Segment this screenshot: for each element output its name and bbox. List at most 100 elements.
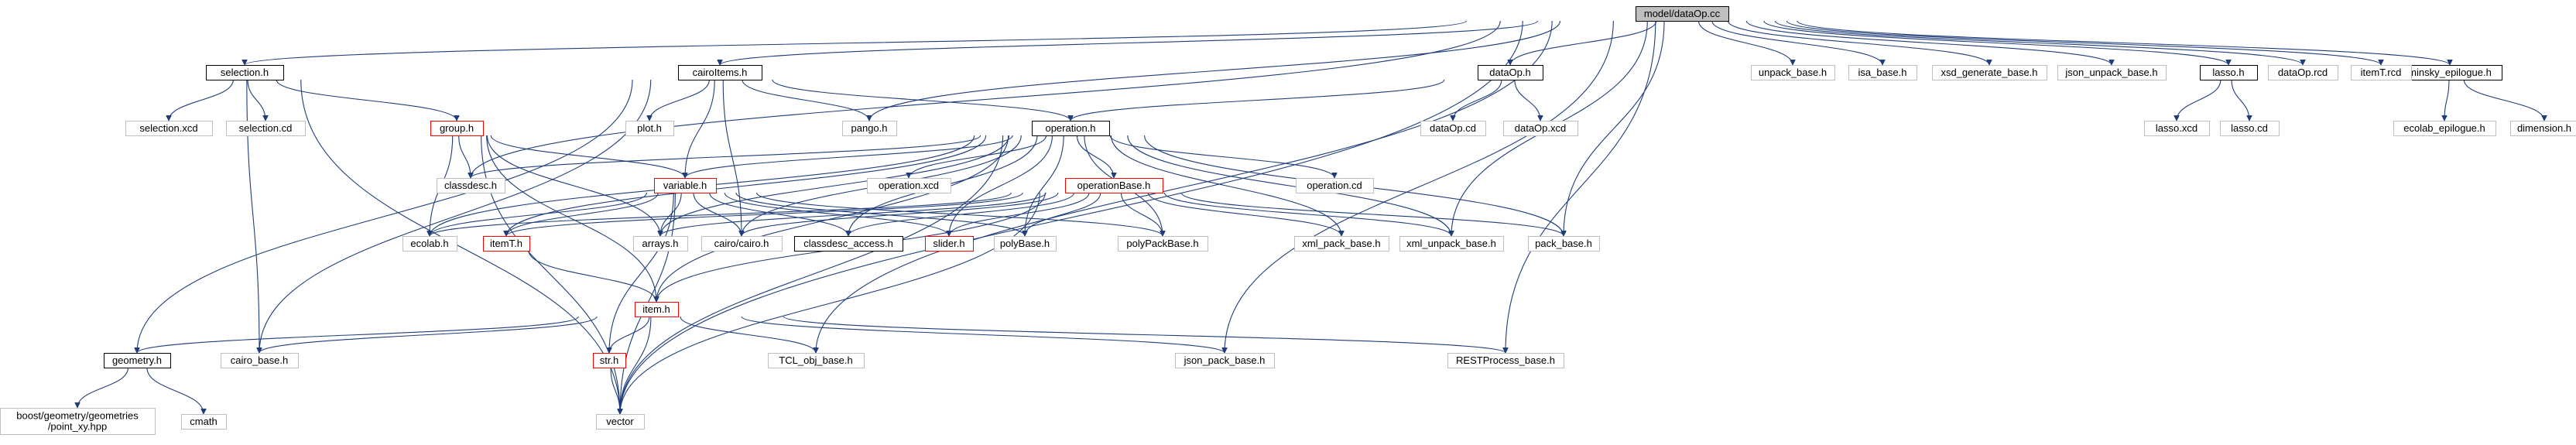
node-minsky-epilogue-h[interactable]: minsky_epilogue.h bbox=[2398, 65, 2502, 80]
node-box bbox=[206, 65, 284, 80]
node-xml-pack-base-h: xml_pack_base.h bbox=[1294, 236, 1389, 252]
node-label: itemT.rcd bbox=[2361, 67, 2402, 78]
node-label: json_pack_base.h bbox=[1184, 354, 1266, 366]
edge-cairoItems_h-to-cairo_base_h bbox=[259, 79, 652, 353]
node-dataOp-h[interactable]: dataOp.h bbox=[1478, 65, 1543, 80]
edge-root-to-vector bbox=[620, 20, 1523, 414]
node-cairoItems-h[interactable]: cairoItems.h bbox=[678, 65, 762, 80]
node-boost-point-xy: boost/geometry/geometries/point_xy.hpp bbox=[0, 408, 156, 435]
node-label: unpack_base.h bbox=[1759, 67, 1827, 78]
node-str-h[interactable]: str.h bbox=[593, 353, 626, 368]
node-label: arrays.h bbox=[642, 238, 679, 249]
node-box bbox=[633, 236, 688, 252]
node-box bbox=[2510, 121, 2576, 136]
node-classdesc-h: classdesc.h bbox=[437, 178, 505, 193]
node-box bbox=[1420, 121, 1486, 136]
node-label: lasso.cd bbox=[2231, 122, 2268, 134]
node-label: ecolab.h bbox=[410, 238, 448, 249]
node-label: dataOp.rcd bbox=[2278, 67, 2328, 78]
node-box bbox=[625, 121, 674, 136]
node-box bbox=[0, 408, 156, 435]
node-lasso-h[interactable]: lasso.h bbox=[2200, 65, 2258, 80]
edge-geometry_h-to-boost_point_xy bbox=[77, 367, 128, 409]
node-box bbox=[181, 414, 227, 430]
node-classdesc-access-h[interactable]: classdesc_access.h bbox=[794, 236, 903, 252]
edge-cairoItems_h-to-cairo_cairo_h bbox=[722, 79, 742, 236]
node-ecolab-h: ecolab.h bbox=[402, 236, 457, 252]
node-box bbox=[2200, 65, 2258, 80]
edge-item_h-to-TCL_obj_base_h bbox=[680, 316, 816, 354]
node-group-h[interactable]: group.h bbox=[430, 121, 484, 136]
node-box bbox=[794, 236, 903, 252]
node-box bbox=[2351, 65, 2412, 80]
node-label: selection.h bbox=[221, 67, 269, 78]
node-label: isa_base.h bbox=[1858, 67, 1907, 78]
edge-operationBase_h-to-classdesc_access_h bbox=[848, 192, 1075, 237]
node-label: item.h bbox=[642, 303, 670, 315]
node-itemT-h[interactable]: itemT.h bbox=[483, 236, 530, 252]
node-label: classdesc.h bbox=[444, 180, 497, 191]
edge-variable_h-to-str_h bbox=[609, 192, 674, 353]
node-label: xml_pack_base.h bbox=[1302, 238, 1380, 249]
edge-operation_h-to-vector bbox=[620, 135, 1004, 414]
node-box bbox=[1399, 236, 1504, 252]
edge-operation_h-to-item_h bbox=[656, 135, 1009, 302]
node-box bbox=[593, 353, 626, 368]
node-box bbox=[596, 414, 645, 430]
node-cairo-base-h: cairo_base.h bbox=[221, 353, 299, 368]
node-root[interactable]: model/dataOp.cc bbox=[1636, 6, 1729, 22]
node-label: lasso.h bbox=[2212, 67, 2244, 78]
node-item-h[interactable]: item.h bbox=[635, 302, 679, 317]
node-polyPackBase-h: polyPackBase.h bbox=[1118, 236, 1208, 252]
node-label: polyBase.h bbox=[1000, 238, 1050, 249]
node-TCL-obj-base-h: TCL_obj_base.h bbox=[768, 353, 865, 368]
node-operation-h[interactable]: operation.h bbox=[1032, 121, 1110, 136]
edge-selection_h-to-selection_cd bbox=[247, 79, 265, 121]
node-label: selection.xcd bbox=[139, 122, 197, 134]
node-box bbox=[2144, 121, 2210, 136]
node-label: cairoItems.h bbox=[693, 67, 748, 78]
node-label: operation.xcd bbox=[879, 180, 939, 191]
node-operationBase-h[interactable]: operationBase.h bbox=[1065, 178, 1163, 193]
edge-lasso_h-to-lasso_cd bbox=[2231, 79, 2249, 121]
node-box bbox=[226, 121, 306, 136]
edge-root-to-cairoItems_h bbox=[720, 20, 1539, 66]
node-geometry-h[interactable]: geometry.h bbox=[104, 353, 171, 368]
edge-variable_h-to-ecolab_h bbox=[430, 192, 648, 237]
node-dimension-h: dimension.h bbox=[2510, 121, 2576, 136]
node-slider-h[interactable]: slider.h bbox=[925, 236, 974, 252]
edge-root-to-itemT_rcd bbox=[1786, 20, 2381, 66]
edge-group_h-to-arrays_h bbox=[486, 135, 660, 236]
node-variable-h[interactable]: variable.h bbox=[654, 178, 717, 193]
node-box bbox=[1528, 236, 1600, 252]
edge-lasso_h-to-lasso_xcd bbox=[2177, 79, 2221, 122]
node-label: variable.h bbox=[663, 180, 707, 191]
edge-root-to-dataOp_h bbox=[1510, 20, 1657, 66]
edge-variable_h-to-itemT_h bbox=[506, 192, 659, 237]
edge-group_h-to-vector bbox=[481, 135, 620, 414]
edge-operationBase_h-to-arrays_h bbox=[660, 192, 1046, 237]
node-box bbox=[1175, 353, 1275, 368]
edge-geometry_h-to-cmath bbox=[146, 367, 204, 415]
edge-minsky_epilogue_h-to-ecolab_epilogue_h bbox=[2444, 79, 2450, 121]
edge-group_h-to-classdesc_h bbox=[458, 135, 471, 178]
node-label: model/dataOp.cc bbox=[1644, 8, 1721, 19]
edge-group_h-to-item_h bbox=[486, 135, 656, 302]
edge-operationBase_h-to-pack_base_h bbox=[1180, 192, 1564, 237]
node-lasso-xcd: lasso.xcd bbox=[2144, 121, 2210, 136]
node-selection-h[interactable]: selection.h bbox=[206, 65, 284, 80]
node-box bbox=[1478, 65, 1543, 80]
node-label: classdesc_access.h bbox=[803, 238, 893, 249]
node-label: cairo_base.h bbox=[231, 354, 288, 366]
edge-selection_h-to-vector bbox=[300, 79, 620, 414]
node-label: minsky_epilogue.h bbox=[2408, 67, 2492, 78]
node-label: boost/geometry/geometries/point_xy.hpp bbox=[16, 410, 139, 433]
node-label: operation.h bbox=[1045, 122, 1095, 134]
node-box bbox=[1294, 236, 1389, 252]
node-label: slider.h bbox=[933, 238, 964, 249]
edge-operation_h-to-operationBase_h bbox=[1076, 135, 1114, 179]
node-selection-cd: selection.cd bbox=[226, 121, 306, 136]
node-itemT-rcd: itemT.rcd bbox=[2351, 65, 2412, 80]
node-isa-base-h: isa_base.h bbox=[1848, 65, 1917, 80]
